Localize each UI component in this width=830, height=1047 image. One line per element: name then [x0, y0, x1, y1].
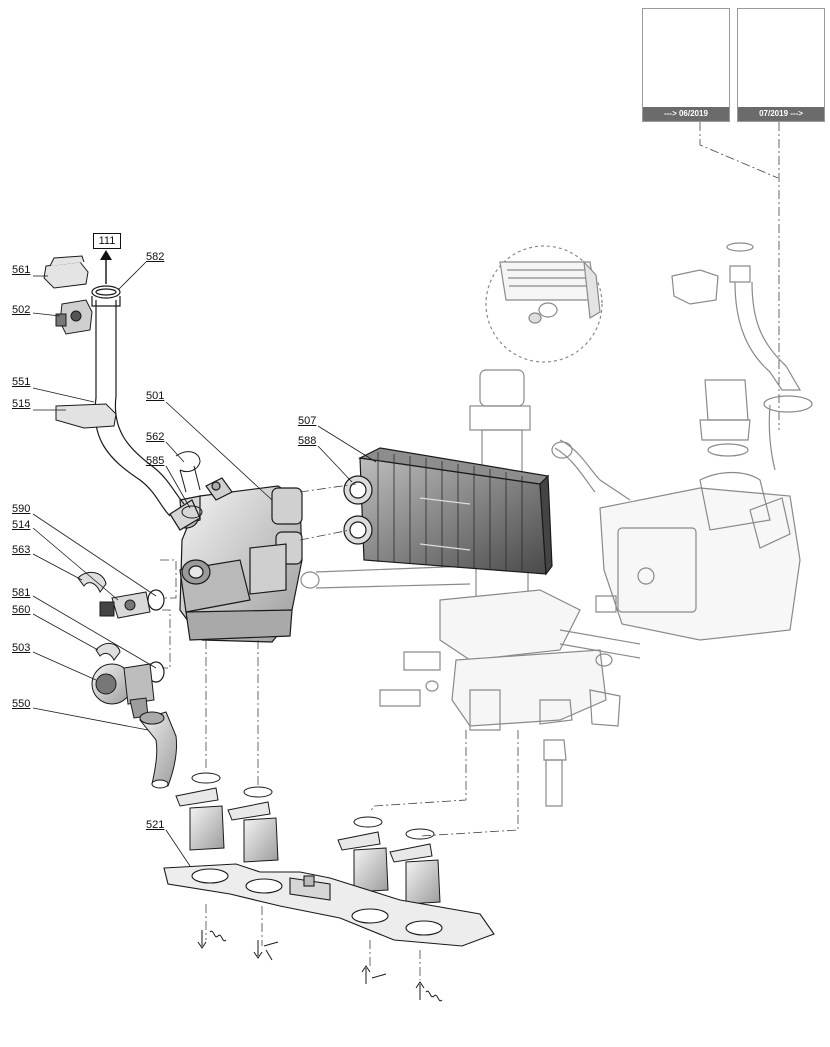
part-label-561: 561 — [12, 264, 31, 276]
plate-heat-exchanger — [343, 447, 553, 576]
part-label-521: 521 — [146, 819, 165, 831]
clip-563 — [77, 571, 107, 594]
elbow-550 — [139, 711, 177, 789]
connection-fittings — [175, 772, 441, 905]
part-label-503: 503 — [12, 642, 31, 654]
clip-560 — [95, 643, 121, 661]
part-label-581: 581 — [12, 587, 31, 599]
ghost-hydraulic-group — [300, 242, 813, 807]
part-label-514: 514 — [12, 519, 31, 531]
part-label-551: 551 — [12, 376, 31, 388]
mounting-plate-521 — [163, 863, 495, 947]
part-label-563: 563 — [12, 544, 31, 556]
up-arrow — [100, 250, 112, 284]
part-label-588: 588 — [298, 435, 317, 447]
leader-lines — [32, 261, 377, 867]
part-label-502: 502 — [12, 304, 31, 316]
part-label-590: 590 — [12, 503, 31, 515]
valve-503 — [91, 663, 155, 719]
assembly-lines — [160, 483, 519, 980]
clip-515 — [55, 403, 117, 429]
sensor-514 — [99, 591, 151, 619]
flow-direction-symbols — [197, 930, 443, 1002]
part-label-507: 507 — [298, 415, 317, 427]
part-label-560: 560 — [12, 604, 31, 616]
reference-box-111: 111 — [93, 233, 121, 249]
part-label-562: 562 — [146, 431, 165, 443]
oring-590 — [147, 589, 165, 611]
clip-562 — [175, 451, 201, 493]
variant-panel-caption: ---> 06/2019 — [643, 107, 729, 121]
sensor-502 — [55, 299, 93, 335]
part-label-550: 550 — [12, 698, 31, 710]
oring-585 — [181, 505, 203, 519]
variant-panel-before: ---> 06/2019 — [642, 8, 730, 122]
part-label-582: 582 — [146, 251, 165, 263]
panel-connector-lines — [699, 122, 780, 430]
variant-panel-caption: 07/2019 ---> — [738, 107, 824, 121]
part-label-515: 515 — [12, 398, 31, 410]
variant-panel-after: 07/2019 ---> — [737, 8, 825, 122]
part-label-585: 585 — [146, 455, 165, 467]
clip-561 — [43, 255, 89, 289]
part-label-501: 501 — [146, 390, 165, 402]
